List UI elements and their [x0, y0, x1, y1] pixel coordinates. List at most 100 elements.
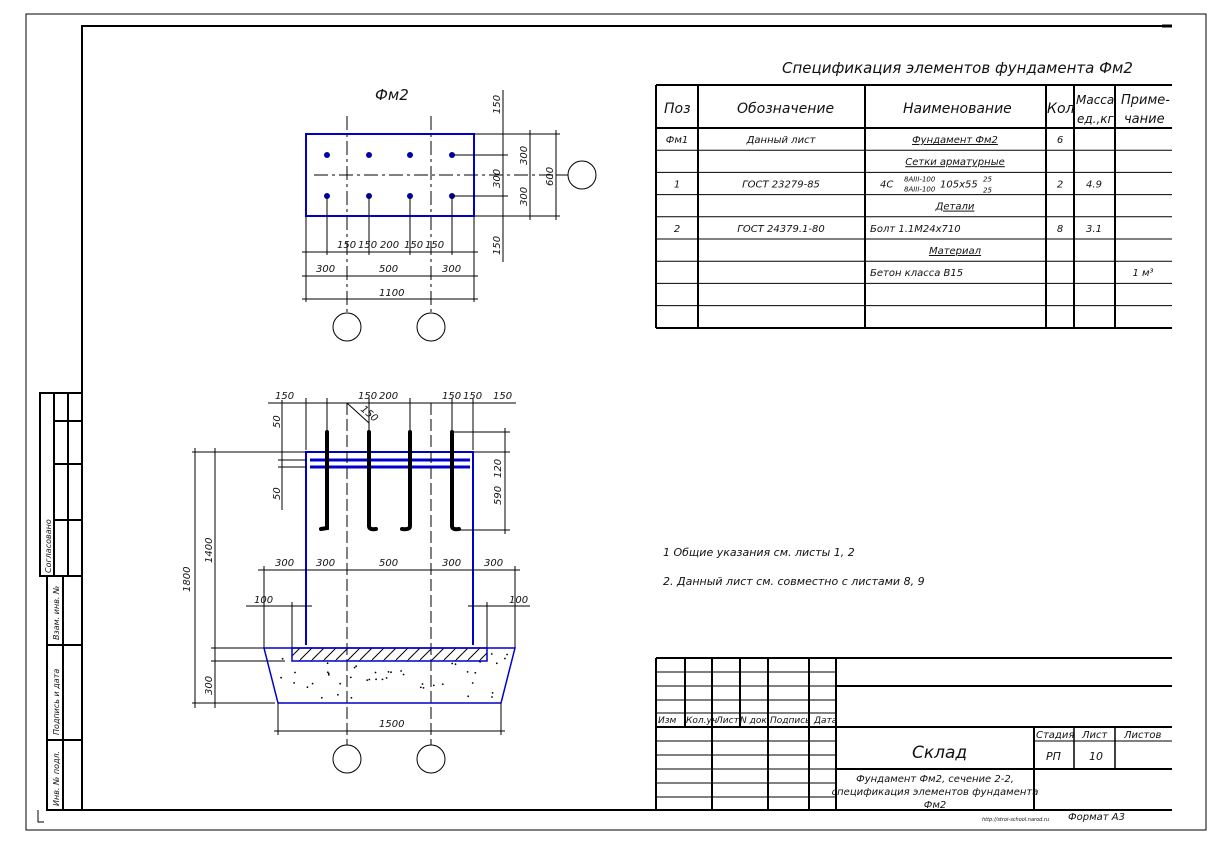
- dim-label: 1400: [204, 538, 215, 563]
- dim-label: 500: [379, 558, 398, 569]
- concrete-dot: [506, 653, 508, 656]
- header-pos: Поз: [664, 101, 691, 117]
- dim-label: 600: [545, 167, 556, 186]
- dim-label: 590: [493, 486, 504, 505]
- tb-header: Лист: [715, 716, 740, 726]
- dim-label: 150: [442, 391, 461, 402]
- sheet-title-3: Фм2: [924, 800, 947, 811]
- spec-cell-qty: 2: [1057, 179, 1063, 190]
- concrete-dot: [471, 682, 474, 684]
- spec-cell-pos: Фм1: [666, 135, 689, 146]
- mesh-frac-bottom: 25: [983, 186, 992, 194]
- concrete-dot: [402, 673, 405, 676]
- dim-label: 150: [493, 391, 512, 402]
- stage-label: Стадия: [1036, 730, 1074, 741]
- tb-header: Изм: [658, 716, 677, 726]
- spec-cell-designation: Данный лист: [746, 135, 817, 146]
- concrete-dot: [422, 687, 425, 689]
- tb-header: Кол.уч: [686, 716, 717, 726]
- stamp-inv-repl: Взам. инв. №: [52, 586, 61, 640]
- axis-marker: [332, 312, 362, 342]
- bolt-dot: [366, 152, 372, 158]
- note-1: 1 Общие указания см. листы 1, 2: [663, 546, 855, 559]
- spec-cell-name: Детали: [935, 202, 975, 213]
- concrete-dot: [280, 676, 282, 679]
- sheets-label: Листов: [1123, 730, 1161, 741]
- dim-label: 300: [484, 558, 503, 569]
- dim-label: 300: [519, 187, 530, 206]
- plan-title: Фм2: [375, 86, 409, 104]
- spec-cell-name: Материал: [929, 246, 982, 257]
- concrete-dot: [327, 672, 330, 675]
- spec-cell-mass: 4.9: [1086, 179, 1102, 190]
- title-block: Изм Кол.уч Лист N док Подпись Дата Склад…: [655, 657, 1172, 823]
- dim-label: 150: [463, 391, 482, 402]
- dim-label: 300: [519, 146, 530, 165]
- plan-view: Фм2 150 150 300 300 300 600: [302, 86, 597, 342]
- dim-label: 100: [254, 595, 273, 606]
- dim-label: 150: [358, 391, 377, 402]
- concrete-dot: [385, 677, 388, 679]
- concrete-dot: [281, 657, 284, 660]
- dim-label: 300: [275, 558, 294, 569]
- concrete-dot: [490, 653, 493, 655]
- dim-label: 300: [442, 558, 461, 569]
- axis-marker: [416, 744, 446, 774]
- spec-cell-pos: 2: [674, 224, 680, 235]
- dim-label: 300: [204, 676, 215, 695]
- concrete-dot: [293, 682, 295, 684]
- dim-label: 50: [272, 415, 283, 428]
- dim-label: 150: [358, 240, 377, 251]
- concrete-dot: [374, 671, 377, 674]
- sheet-label: Лист: [1081, 730, 1109, 741]
- mesh-bottom: 8АIII-100: [904, 185, 936, 193]
- concrete-dot: [451, 662, 454, 665]
- spec-cell-name: Бетон класса В15: [870, 268, 963, 279]
- spec-cell-qty: 6: [1057, 135, 1063, 146]
- dim-label: 300: [492, 169, 503, 188]
- dim-label: 100: [509, 595, 528, 606]
- concrete-dot: [400, 670, 402, 672]
- dim-label: 300: [442, 264, 461, 275]
- concrete-dot: [387, 671, 390, 673]
- dim-label: 300: [316, 264, 335, 275]
- concrete-dot: [326, 671, 329, 674]
- stage-value: РП: [1046, 750, 1061, 763]
- concrete-dot: [467, 695, 470, 698]
- concrete-dot: [381, 678, 384, 681]
- concrete-dot: [350, 696, 353, 699]
- concrete-dot: [479, 661, 481, 663]
- dim-label: 150: [404, 240, 423, 251]
- notes: 1 Общие указания см. листы 1, 2 2. Данны…: [663, 546, 925, 588]
- concrete-dot: [349, 676, 352, 679]
- concrete-dot: [306, 686, 309, 689]
- mesh-prefix: 4С: [880, 179, 893, 190]
- header-note-1: Приме-: [1121, 93, 1170, 108]
- stamp-sign-date: Подпись и дата: [52, 669, 61, 735]
- stamp-agreed: Согласовано: [44, 519, 53, 573]
- concrete-dot: [495, 662, 498, 665]
- concrete-dot: [368, 678, 371, 681]
- tb-header: N док: [740, 716, 767, 726]
- header-mass-2: ед.,кг.: [1077, 112, 1118, 126]
- spec-cell-note: 1 м³: [1132, 268, 1153, 279]
- sheet-value: 10: [1089, 750, 1103, 763]
- spec-cell-designation: ГОСТ 23279-85: [742, 179, 820, 190]
- concrete-dot: [355, 665, 358, 668]
- concrete-dot: [337, 693, 339, 696]
- dim-label: 150: [492, 236, 503, 255]
- format-label: Формат А3: [1068, 812, 1125, 823]
- concrete-dot: [466, 671, 469, 673]
- spec-table: Спецификация элементов фундамента Фм2 По…: [655, 59, 1172, 329]
- mesh-size: 105х55: [940, 179, 978, 190]
- concrete-dot: [474, 671, 477, 674]
- mesh-frac-top: 25: [983, 175, 992, 183]
- header-qty: Кол: [1047, 101, 1075, 117]
- outer-frame: [25, 13, 1207, 831]
- concrete-dot: [454, 663, 457, 666]
- spec-cell-mass: 3.1: [1086, 224, 1102, 235]
- spec-cell-qty: 8: [1057, 224, 1063, 235]
- concrete-dot: [432, 684, 435, 687]
- stamp-inv-orig: Инв. № подл.: [52, 751, 61, 806]
- spec-cell-name: Болт 1.1М24х710: [870, 224, 961, 235]
